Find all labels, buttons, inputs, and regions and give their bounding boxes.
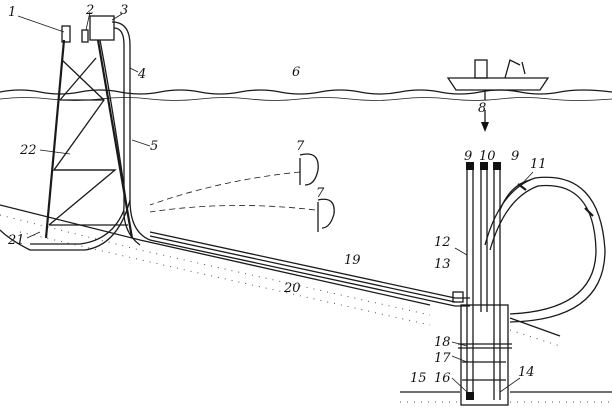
dashed-tow-lines — [149, 153, 335, 232]
label-7b: 7 — [316, 186, 325, 201]
pipe-loop — [484, 176, 606, 323]
label-14: 14 — [518, 365, 535, 380]
label-21: 21 — [7, 233, 25, 248]
ship — [446, 59, 550, 100]
label-9a: 9 — [464, 149, 472, 164]
equipment-2 — [81, 29, 89, 43]
pipeline-19 — [149, 231, 470, 307]
label-16: 16 — [434, 371, 451, 386]
label-2: 2 — [85, 3, 94, 18]
vertical-pipes — [458, 162, 512, 406]
label-13: 13 — [434, 257, 451, 272]
label-18: 18 — [434, 335, 451, 350]
label-7a: 7 — [296, 139, 305, 154]
label-4: 4 — [137, 67, 146, 82]
label-9b: 9 — [511, 149, 519, 164]
labels: 1 2 3 4 5 6 7 7 8 9 10 9 11 12 13 18 17 … — [7, 3, 547, 386]
label-5: 5 — [150, 139, 158, 154]
tensioner-3 — [89, 15, 115, 41]
sea-surface — [0, 89, 612, 101]
label-17: 17 — [434, 351, 451, 366]
label-8: 8 — [478, 101, 486, 116]
label-1: 1 — [8, 5, 16, 20]
label-11: 11 — [530, 157, 547, 172]
seabed — [0, 204, 612, 403]
label-22: 22 — [19, 143, 37, 158]
derrick-1 — [61, 25, 71, 43]
label-3: 3 — [120, 3, 128, 18]
connector-box — [452, 291, 464, 303]
leader-lines — [17, 11, 534, 393]
label-12: 12 — [434, 235, 451, 250]
label-15: 15 — [410, 371, 427, 386]
riser-pipes — [0, 21, 151, 251]
label-10: 10 — [479, 149, 496, 164]
label-6: 6 — [292, 65, 300, 80]
platform-tower — [44, 15, 134, 239]
label-20: 20 — [283, 281, 301, 296]
label-19: 19 — [344, 253, 361, 268]
arrow-8 — [481, 110, 489, 132]
